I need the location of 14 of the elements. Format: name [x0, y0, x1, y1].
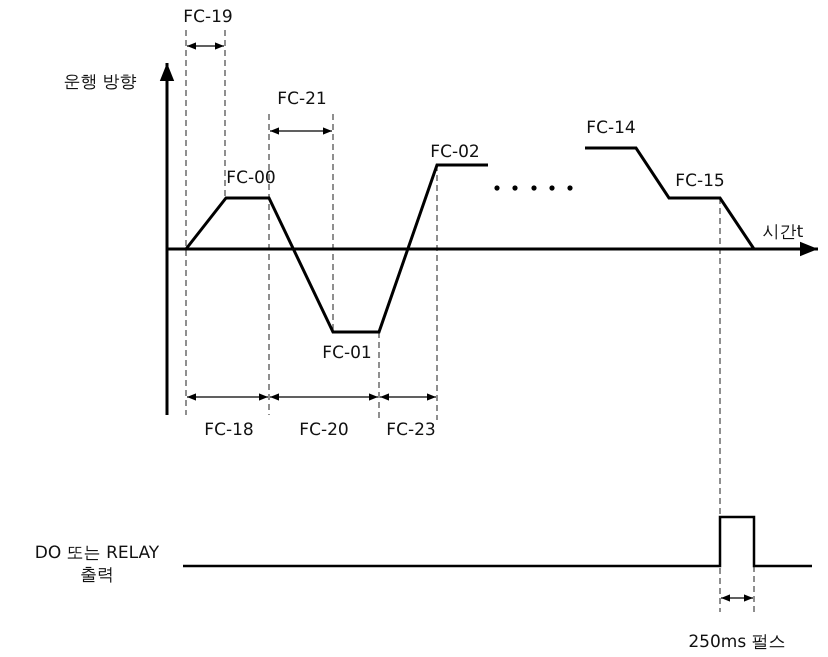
signal-label: DO 또는 RELAY 출력 [34, 542, 160, 586]
axis-label: 시간t [762, 221, 804, 243]
dimension-label: FC-21 [277, 88, 327, 110]
parameter-label: FC-00 [226, 167, 276, 189]
dimension-label: FC-23 [386, 419, 436, 441]
axis-label: 운행 방향 [63, 71, 137, 93]
parameter-label: FC-02 [430, 141, 480, 163]
parameter-label: FC-15 [675, 170, 725, 192]
dimension-label: FC-18 [204, 419, 254, 441]
parameter-label: FC-14 [586, 117, 636, 139]
dimension-label: 250ms 펄스 [688, 631, 786, 653]
parameter-label: FC-01 [322, 342, 372, 364]
dimension-label: FC-20 [299, 419, 349, 441]
dimension-label: FC-19 [183, 6, 233, 28]
